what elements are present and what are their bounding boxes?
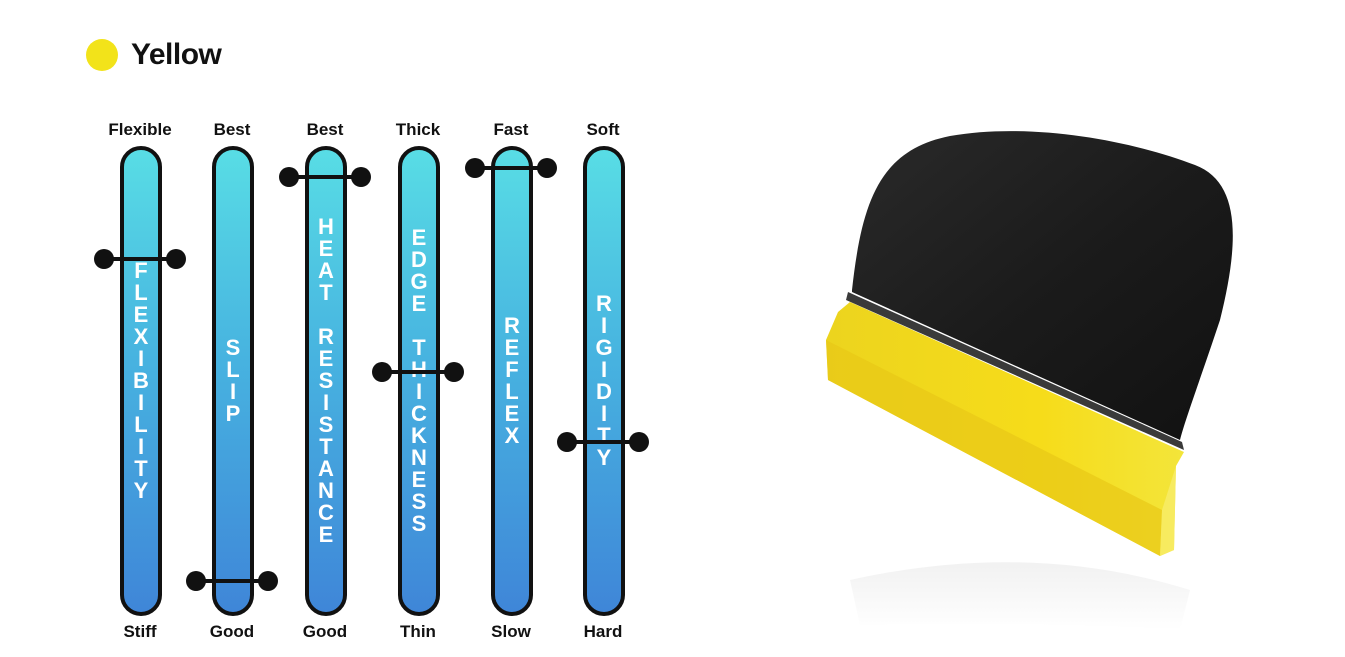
meter-marker bbox=[186, 570, 278, 591]
meter-top-label: Best bbox=[213, 120, 251, 139]
squeegee-holder bbox=[852, 131, 1233, 440]
color-title: Yellow bbox=[131, 38, 222, 71]
meter-bottom-label: Good bbox=[209, 622, 255, 641]
meter-bottom-label: Hard bbox=[583, 622, 623, 641]
meter-marker bbox=[94, 249, 186, 270]
squeegee-reflection bbox=[850, 562, 1190, 630]
color-header: Yellow bbox=[86, 38, 222, 72]
meter-bottom-label: Thin bbox=[400, 622, 436, 641]
meter-marker bbox=[465, 158, 557, 179]
meter-bottom-label: Slow bbox=[491, 622, 531, 641]
meter-top-label: Best bbox=[306, 120, 344, 139]
meter-top-label: Flexible bbox=[108, 120, 172, 139]
squeegee-image bbox=[800, 120, 1270, 640]
color-dot bbox=[86, 39, 118, 71]
meter-marker bbox=[372, 362, 464, 383]
meter-marker bbox=[557, 431, 649, 452]
meter-top-label: Soft bbox=[586, 120, 620, 139]
meter-top-label: Fast bbox=[493, 120, 529, 139]
meter-bottom-label: Stiff bbox=[123, 622, 157, 641]
meter-top-label: Thick bbox=[395, 120, 441, 139]
meter-bottom-label: Good bbox=[302, 622, 348, 641]
meter-marker bbox=[279, 167, 371, 188]
